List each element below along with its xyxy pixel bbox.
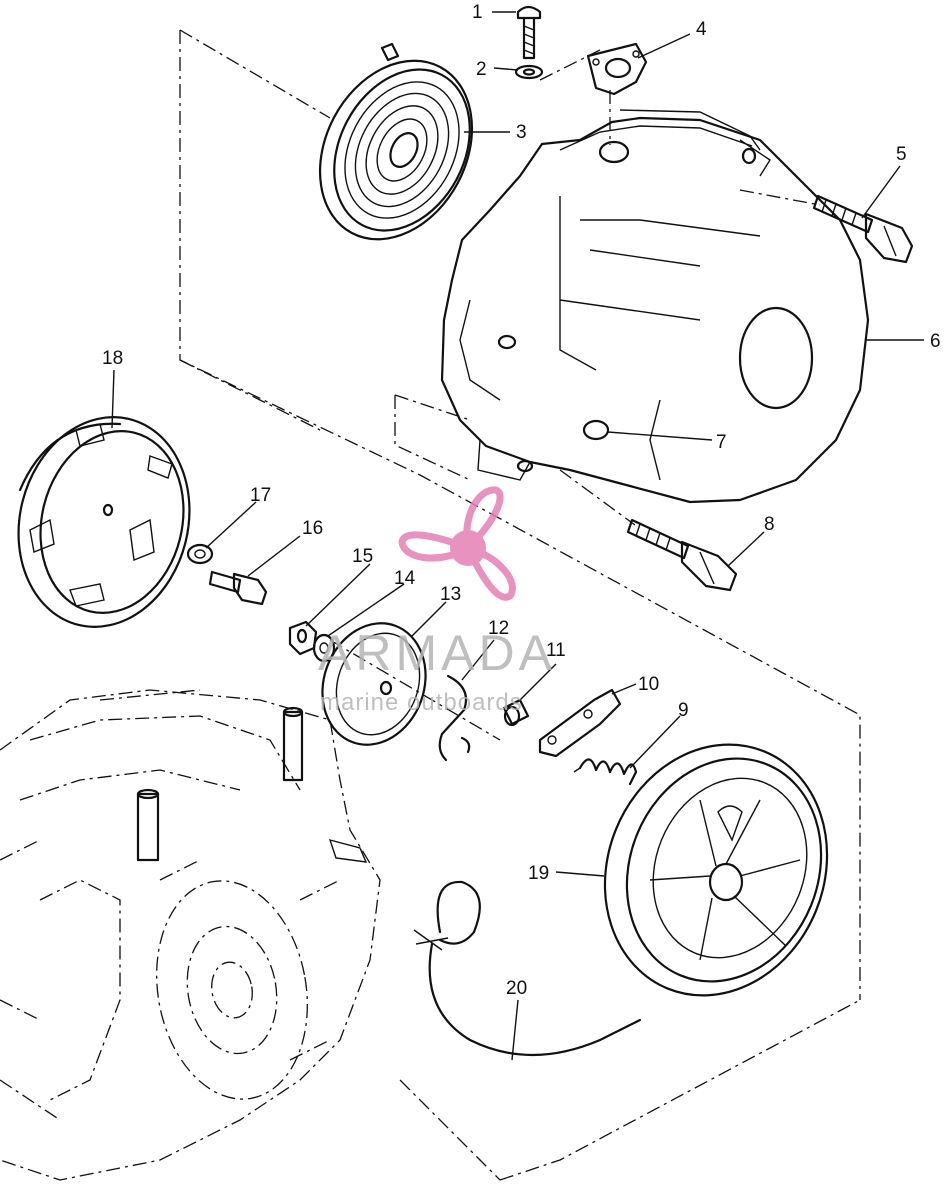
leader-lines [111, 11, 924, 1061]
part-9-spring [573, 758, 638, 786]
callout-20: 20 [506, 978, 527, 999]
callout-5: 5 [896, 144, 907, 165]
callout-labels: 1 2 3 4 5 6 7 8 9 10 11 12 13 14 15 16 1… [102, 2, 941, 999]
callout-6: 6 [930, 331, 941, 352]
part-1-screw [516, 5, 542, 60]
callout-1: 1 [472, 2, 483, 23]
part-11-collar [502, 698, 530, 727]
callout-17: 17 [250, 485, 271, 506]
callout-18: 18 [102, 348, 123, 369]
part-18-pulley-cup [17, 416, 191, 628]
part-8-bolt [626, 518, 738, 592]
part-7-grommet [582, 419, 610, 441]
part-19-rope-reel [603, 743, 829, 997]
assembly-boundary-lines [99, 29, 861, 1181]
part-15-nut [288, 620, 318, 656]
part-4-rope-guide [586, 42, 648, 96]
callout-3: 3 [516, 122, 527, 143]
callout-15: 15 [352, 546, 373, 567]
watermark-brand: ARMADA [318, 625, 556, 681]
callout-7: 7 [716, 432, 727, 453]
part-17-washer [186, 543, 214, 565]
watermark: ARMADA marine outboards [318, 486, 556, 716]
callout-14: 14 [394, 568, 416, 589]
part-13-friction-plate [321, 622, 427, 746]
part-5-bolt [812, 194, 914, 264]
callout-19: 19 [528, 863, 549, 884]
part-16-bolt [208, 570, 268, 606]
callout-2: 2 [476, 59, 487, 80]
callout-13: 13 [440, 584, 461, 605]
engine-crankcase [0, 689, 381, 1181]
part-14-washer [312, 633, 336, 663]
part-20-start-rope [413, 880, 642, 1057]
callout-8: 8 [764, 514, 775, 535]
part-6-starter-housing [440, 109, 870, 504]
propeller-icon [398, 486, 516, 601]
callout-10: 10 [638, 674, 659, 695]
part-2-washer [514, 64, 544, 80]
part-10-ratchet-pawl [538, 688, 622, 758]
part-12-spring-clip [438, 674, 471, 762]
callout-9: 9 [678, 700, 689, 721]
callout-16: 16 [302, 518, 323, 539]
callout-12: 12 [488, 618, 509, 639]
callout-11: 11 [546, 640, 566, 661]
part-3-recoil-spring [318, 42, 474, 241]
callout-4: 4 [696, 19, 707, 40]
watermark-tagline: marine outboards [320, 689, 523, 716]
